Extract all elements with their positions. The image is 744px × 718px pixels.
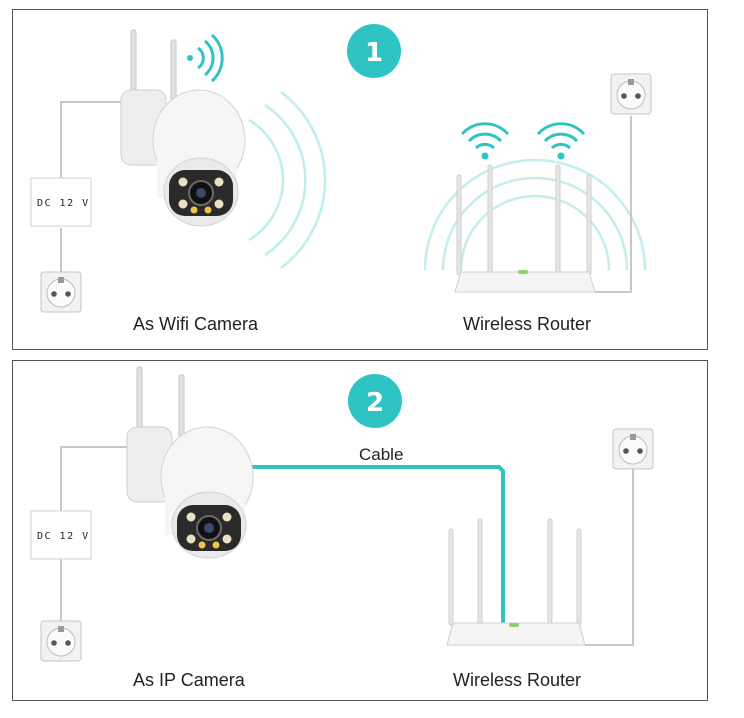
power-outlet-icon [612, 428, 654, 470]
wifi-signal-icon [187, 33, 224, 83]
step-number: 2 [366, 388, 384, 418]
dc-adapter-box: DC 12 V [30, 177, 92, 227]
right-caption: Wireless Router [463, 314, 592, 334]
power-outlet-icon [40, 620, 82, 662]
ptz-camera-icon [126, 366, 254, 559]
ip-camera-panel: DC 12 V [12, 360, 708, 701]
router-icon [446, 518, 586, 646]
router-power-wire [585, 469, 634, 646]
dc-label: DC 12 V [37, 531, 90, 542]
power-outlet-icon [40, 271, 82, 313]
camera-signal-waves [248, 91, 327, 269]
left-caption: As Wifi Camera [133, 314, 259, 334]
router-icon [454, 164, 596, 293]
wifi-signal-icon [536, 122, 586, 160]
router-power-wire [595, 116, 632, 293]
step-badge-icon: 1 [347, 24, 401, 78]
step-badge-icon: 2 [348, 374, 402, 428]
step-number: 1 [365, 38, 383, 68]
right-caption: Wireless Router [453, 670, 582, 690]
ip-setup-scene: DC 12 V [30, 366, 654, 662]
power-wire-left [60, 101, 131, 272]
power-wire-left [60, 446, 133, 621]
ptz-camera-icon [120, 29, 246, 227]
router-signal-waves [423, 158, 647, 271]
wifi-camera-panel: DC 12 V [12, 9, 708, 350]
power-outlet-icon [610, 73, 652, 115]
dc-label: DC 12 V [37, 198, 90, 209]
wifi-signal-icon [460, 122, 510, 160]
network-cable [243, 465, 505, 623]
cable-label: Cable [359, 445, 404, 464]
dc-adapter-box: DC 12 V [30, 510, 92, 560]
wifi-setup-scene: DC 12 V [30, 24, 652, 313]
left-caption: As IP Camera [133, 670, 245, 690]
